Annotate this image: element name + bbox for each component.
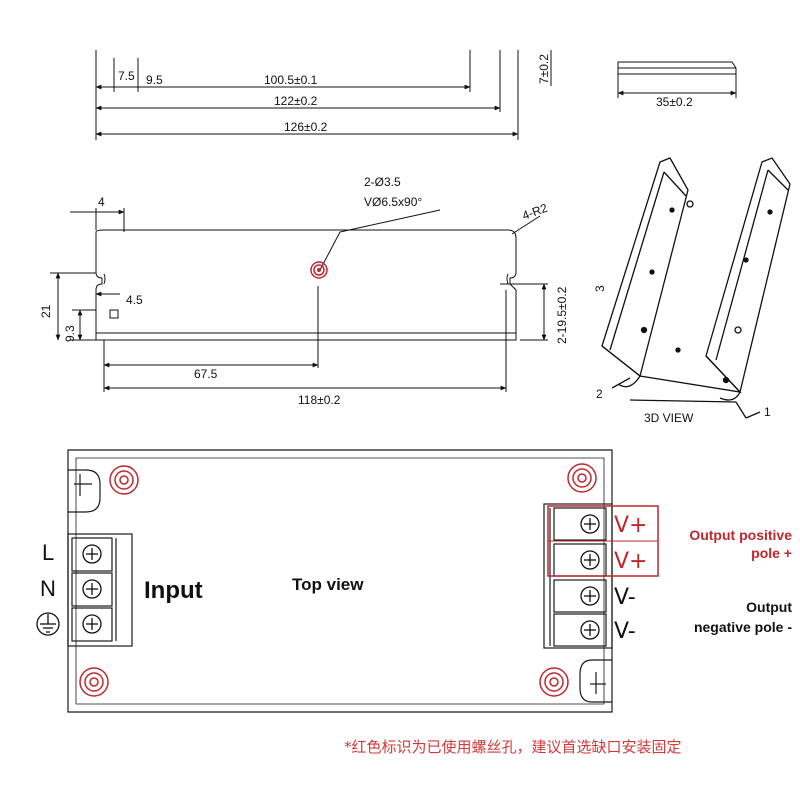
countersunk-hole — [310, 261, 328, 279]
output-positive-note-line2: pole + — [751, 545, 792, 561]
top-view-title: Top view — [292, 575, 364, 594]
dim-122: 122±0.2 — [274, 94, 318, 108]
output-screws — [580, 514, 600, 640]
mounting-hole-bottom-left — [79, 667, 109, 697]
output-positive-note-line1: Output positive — [689, 527, 792, 543]
housing-top-view — [67, 449, 613, 713]
output-negative-note-line1: Output — [746, 599, 792, 615]
callout-2: 2 — [596, 387, 603, 401]
dim-126: 126±0.2 — [284, 120, 328, 134]
terminal-label-l: L — [42, 540, 54, 565]
dim-21: 21 — [39, 304, 53, 318]
terminal-label-vplus-2: V+ — [614, 549, 647, 574]
output-negative-note-line2: negative pole - — [694, 619, 792, 635]
dim-7: 7±0.2 — [537, 54, 551, 84]
dim-19-5: 2-19.5±0.2 — [555, 286, 569, 344]
terminal-label-vminus-2: V- — [614, 619, 636, 644]
dim-35: 35±0.2 — [656, 95, 693, 109]
dim-9-5: 9.5 — [146, 73, 163, 87]
top-dimension-view — [95, 50, 737, 140]
input-label: Input — [144, 577, 203, 604]
mounting-hole-bottom-right — [539, 667, 569, 697]
dim-100-5: 100.5±0.1 — [264, 73, 318, 87]
dim-118: 118±0.2 — [298, 393, 341, 407]
side-view — [50, 208, 548, 392]
dim-4-5: 4.5 — [126, 293, 143, 307]
red-hole-note: *红色标识为已使用螺丝孔，建议首选缺口安装固定 — [344, 738, 682, 756]
dim-7-5: 7.5 — [118, 69, 135, 83]
mounting-hole-top-left — [109, 465, 139, 495]
hole-note-countersink: VØ6.5x90° — [364, 195, 422, 209]
view-3d-label: 3D VIEW — [644, 411, 694, 425]
ground-icon — [36, 612, 60, 636]
positive-terminal-highlight — [547, 505, 659, 577]
dim-67-5: 67.5 — [194, 367, 218, 381]
dim-4: 4 — [98, 195, 105, 209]
mounting-hole-top-right — [567, 463, 597, 493]
dim-9-3: 9.3 — [63, 325, 77, 342]
hole-note-diameter: 2-Ø3.5 — [364, 175, 401, 189]
input-screws — [82, 544, 102, 634]
terminal-label-vminus-1: V- — [614, 585, 636, 610]
callout-3: 3 — [593, 285, 607, 292]
terminal-label-n: N — [40, 576, 56, 601]
bracket-3d-view — [601, 157, 791, 419]
callout-1: 1 — [764, 405, 771, 419]
terminal-label-vplus-1: V+ — [614, 513, 647, 538]
